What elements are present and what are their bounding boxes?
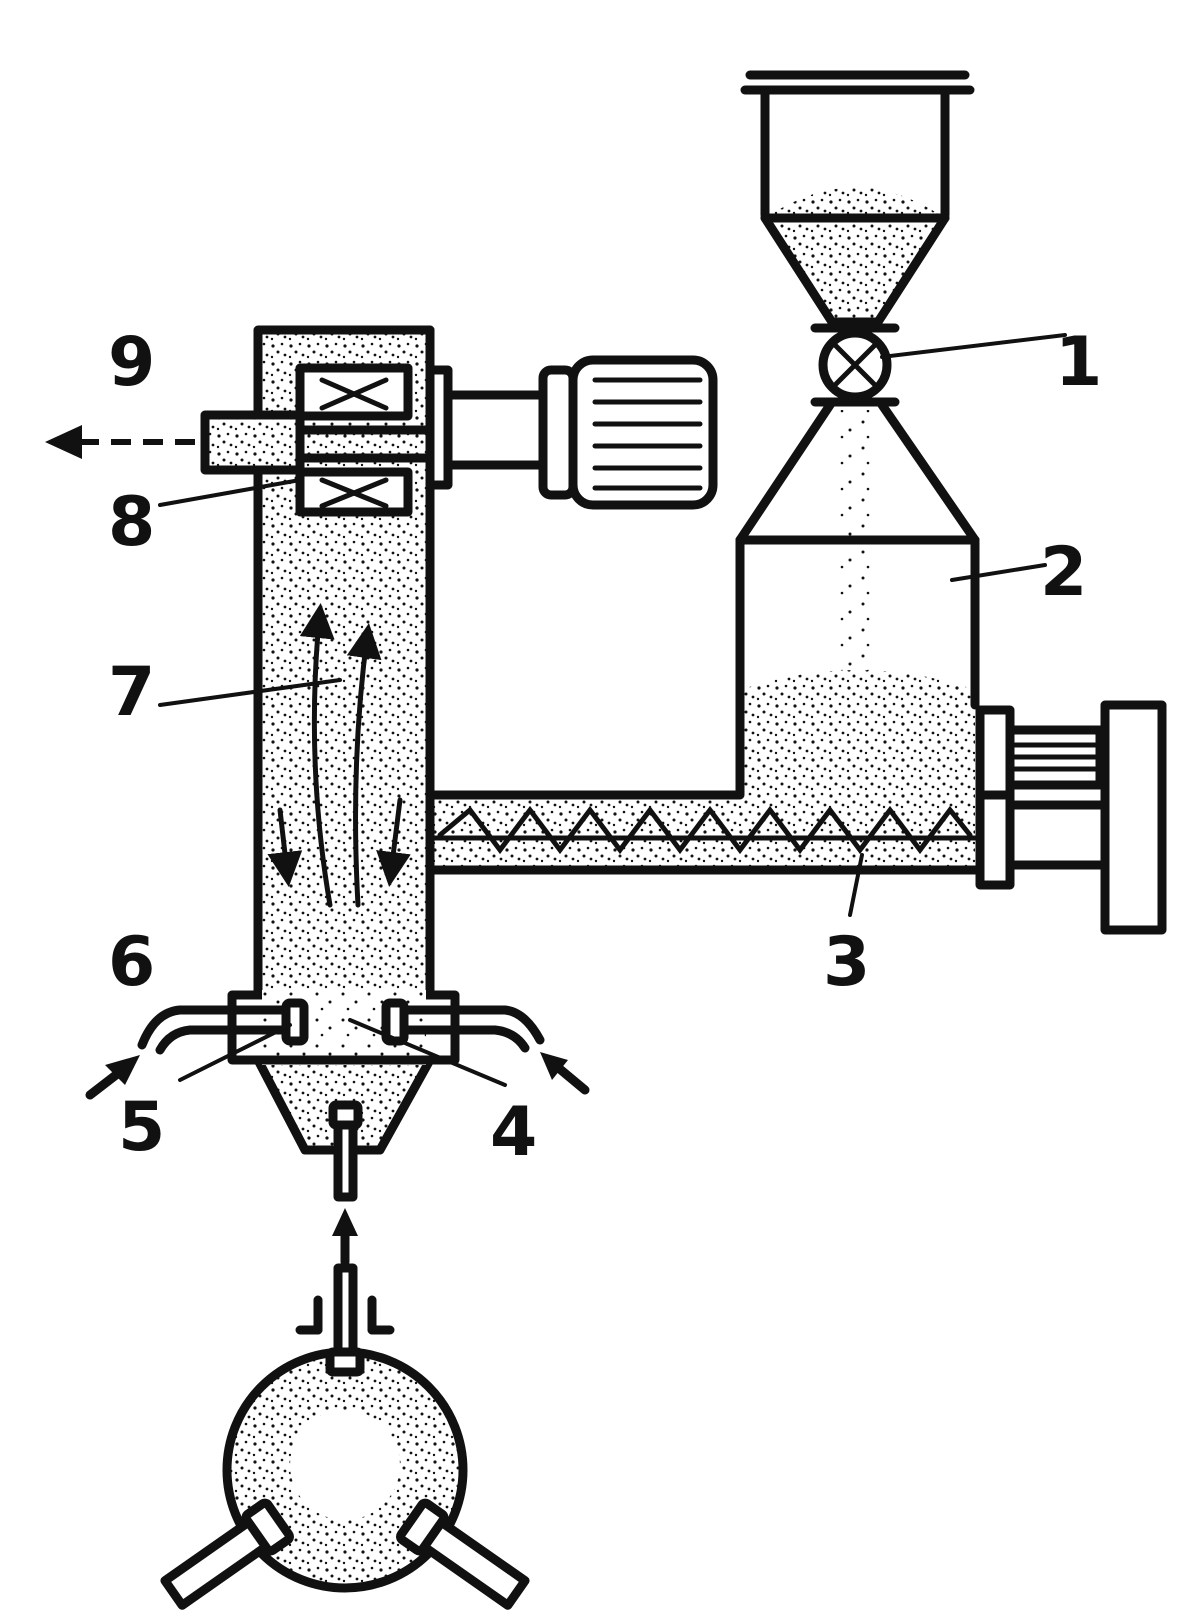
leader-lines [158,333,1067,1087]
screw-conveyor [425,800,980,875]
rotary-valve [810,323,900,407]
label-5: 5 [118,1088,165,1167]
label-1: 1 [1055,323,1102,402]
product-outlet [45,410,305,475]
label-9: 9 [108,323,155,402]
classifier-wheel [295,363,455,517]
storage-tank [425,325,980,815]
nozzle-cross-section [160,1263,530,1610]
conveyor-drive-motor [975,700,1167,935]
label-6: 6 [108,923,155,1002]
label-8: 8 [108,483,155,562]
classifier-drive-motor [425,355,718,510]
label-7: 7 [108,653,155,732]
feed-hopper [740,70,975,327]
label-2: 2 [1040,533,1087,612]
label-4: 4 [490,1093,537,1172]
label-3: 3 [823,923,870,1002]
